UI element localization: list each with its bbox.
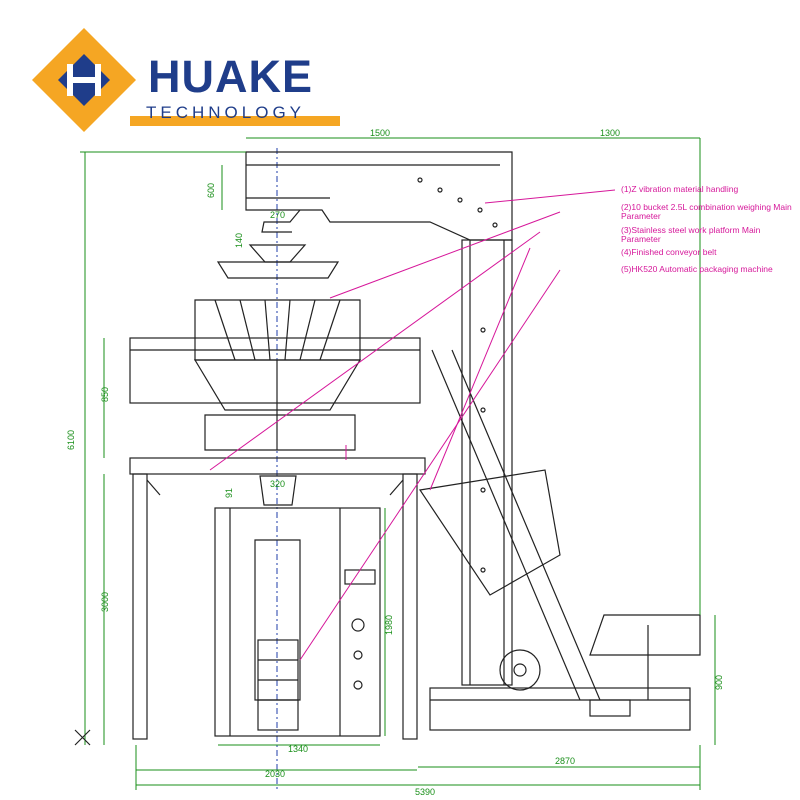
dim-bag-width: 320	[270, 479, 285, 489]
callout-leaders	[209, 189, 616, 661]
callout-conveyor: (4)Finished conveyor belt	[621, 247, 717, 257]
callout-weigher: (2)10 bucket 2.5L combination weighing M…	[621, 202, 792, 221]
z-elevator-head	[245, 151, 513, 241]
dim-chute-width: 270	[270, 210, 285, 220]
dim-conveyor-height: 900	[714, 675, 724, 690]
inclined-conveyor	[418, 349, 601, 701]
finished-conveyor	[429, 614, 701, 731]
dimension-lines	[80, 137, 716, 790]
dim-platform-height: 850	[100, 387, 110, 402]
packaging-machine	[214, 475, 381, 737]
brand-tagline: TECHNOLOGY	[146, 103, 306, 122]
dim-hopper-height: 600	[206, 183, 216, 198]
callout-packaging: (5)HK520 Automatic packaging machine	[621, 264, 773, 274]
dim-total-height: 6100	[66, 430, 76, 450]
callout-platform: (3)Stainless steel work platform Main Pa…	[621, 225, 761, 244]
dim-stand-gap: 91	[224, 488, 234, 498]
brand-name: HUAKE	[148, 51, 314, 102]
dim-bucket-gap: 140	[234, 233, 244, 248]
dim-lower-height: 3000	[100, 592, 110, 612]
elevator-mast	[461, 239, 513, 686]
dim-top-right: 1300	[600, 128, 620, 138]
dim-total-width: 5390	[415, 787, 435, 797]
dim-left-width: 2030	[265, 769, 285, 779]
ground-mark-icon	[74, 729, 91, 746]
dim-top-left: 1500	[370, 128, 390, 138]
callout-z-vibration: (1)Z vibration material handling	[621, 184, 739, 194]
huake-logo-icon	[32, 28, 340, 132]
dim-base-width: 1340	[288, 744, 308, 754]
dim-right-width: 2870	[555, 756, 575, 766]
dim-machine-height: 1980	[384, 615, 394, 635]
work-platform	[129, 337, 426, 740]
